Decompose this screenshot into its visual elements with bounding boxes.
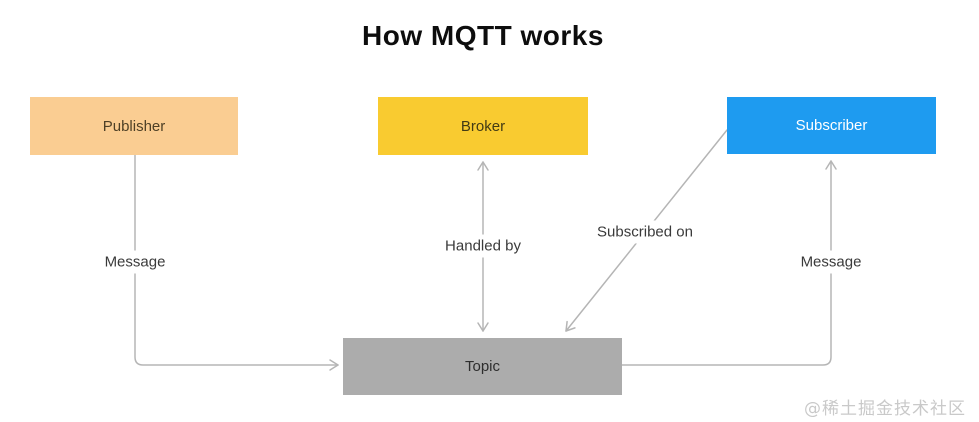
edge-label-message-subscriber: Message [792,250,870,274]
diagram-title: How MQTT works [362,20,604,51]
topic-node: Topic [343,338,622,395]
edge-topic-to-subscriber [621,160,837,366]
broker-node: Broker [378,97,588,155]
edge-label-message-publisher: Message [96,250,174,274]
subscriber-node: Subscriber [727,97,936,154]
topic-node-label: Topic [464,358,501,375]
publisher-node: Publisher [30,97,238,155]
watermark: @稀土掘金技术社区 [804,399,966,419]
edge-label-handled-by: Handled by [437,234,529,258]
publisher-node-label: Publisher [102,117,166,135]
broker-node-label: Broker [460,117,506,135]
edge-label-subscribed-on: Subscribed on [589,220,701,244]
edge-publisher-to-topic [134,154,339,371]
subscriber-node-label: Subscriber [795,117,868,134]
